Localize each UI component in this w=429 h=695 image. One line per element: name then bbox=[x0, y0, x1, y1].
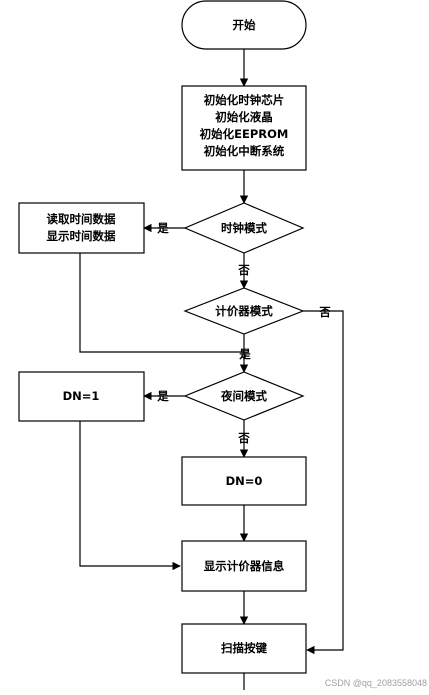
counter-no-label: 否 bbox=[318, 305, 331, 319]
clock-no-label: 否 bbox=[237, 263, 250, 277]
counter-mode-label: 计价器模式 bbox=[215, 304, 273, 318]
counter-yes-label: 是 bbox=[238, 347, 251, 361]
dn1-box bbox=[18, 371, 145, 422]
init-line-1: 初始化时钟芯片 bbox=[204, 93, 285, 107]
node-shapes bbox=[18, 0, 307, 674]
read-time-line-2: 显示时间数据 bbox=[47, 229, 116, 243]
init-line-3: 初始化EEPROM bbox=[200, 127, 289, 141]
clock-mode-diamond bbox=[183, 202, 305, 254]
show-counter-label: 显示计价器信息 bbox=[204, 559, 285, 573]
connectors bbox=[79, 49, 344, 690]
clock-mode-label: 时钟模式 bbox=[221, 221, 267, 235]
start-terminal bbox=[181, 0, 307, 50]
show-counter-box bbox=[181, 540, 307, 592]
clock-yes-label: 是 bbox=[156, 221, 169, 235]
dn0-box bbox=[181, 456, 307, 506]
read-time-box bbox=[18, 202, 145, 254]
edge-dn1-show bbox=[79, 421, 181, 571]
init-line-2: 初始化液晶 bbox=[215, 110, 273, 124]
edge-readtime-merge bbox=[79, 253, 244, 353]
scan-keys-label: 扫描按键 bbox=[221, 641, 267, 655]
init-box bbox=[181, 85, 307, 171]
dn0-label: DN=0 bbox=[226, 474, 263, 488]
read-time-line-1: 读取时间数据 bbox=[47, 212, 116, 226]
night-no-label: 否 bbox=[237, 431, 250, 445]
start-label: 开始 bbox=[233, 18, 256, 32]
night-mode-diamond bbox=[183, 371, 305, 421]
scan-keys-box bbox=[181, 623, 307, 674]
dn1-label: DN=1 bbox=[63, 389, 100, 403]
night-mode-label: 夜间模式 bbox=[220, 389, 267, 403]
night-yes-label: 是 bbox=[156, 389, 169, 403]
init-line-4: 初始化中断系统 bbox=[204, 144, 285, 158]
counter-mode-diamond bbox=[183, 287, 305, 335]
watermark: CSDN @qq_2083558048 bbox=[324, 678, 427, 688]
edge-counter-no bbox=[303, 310, 344, 655]
